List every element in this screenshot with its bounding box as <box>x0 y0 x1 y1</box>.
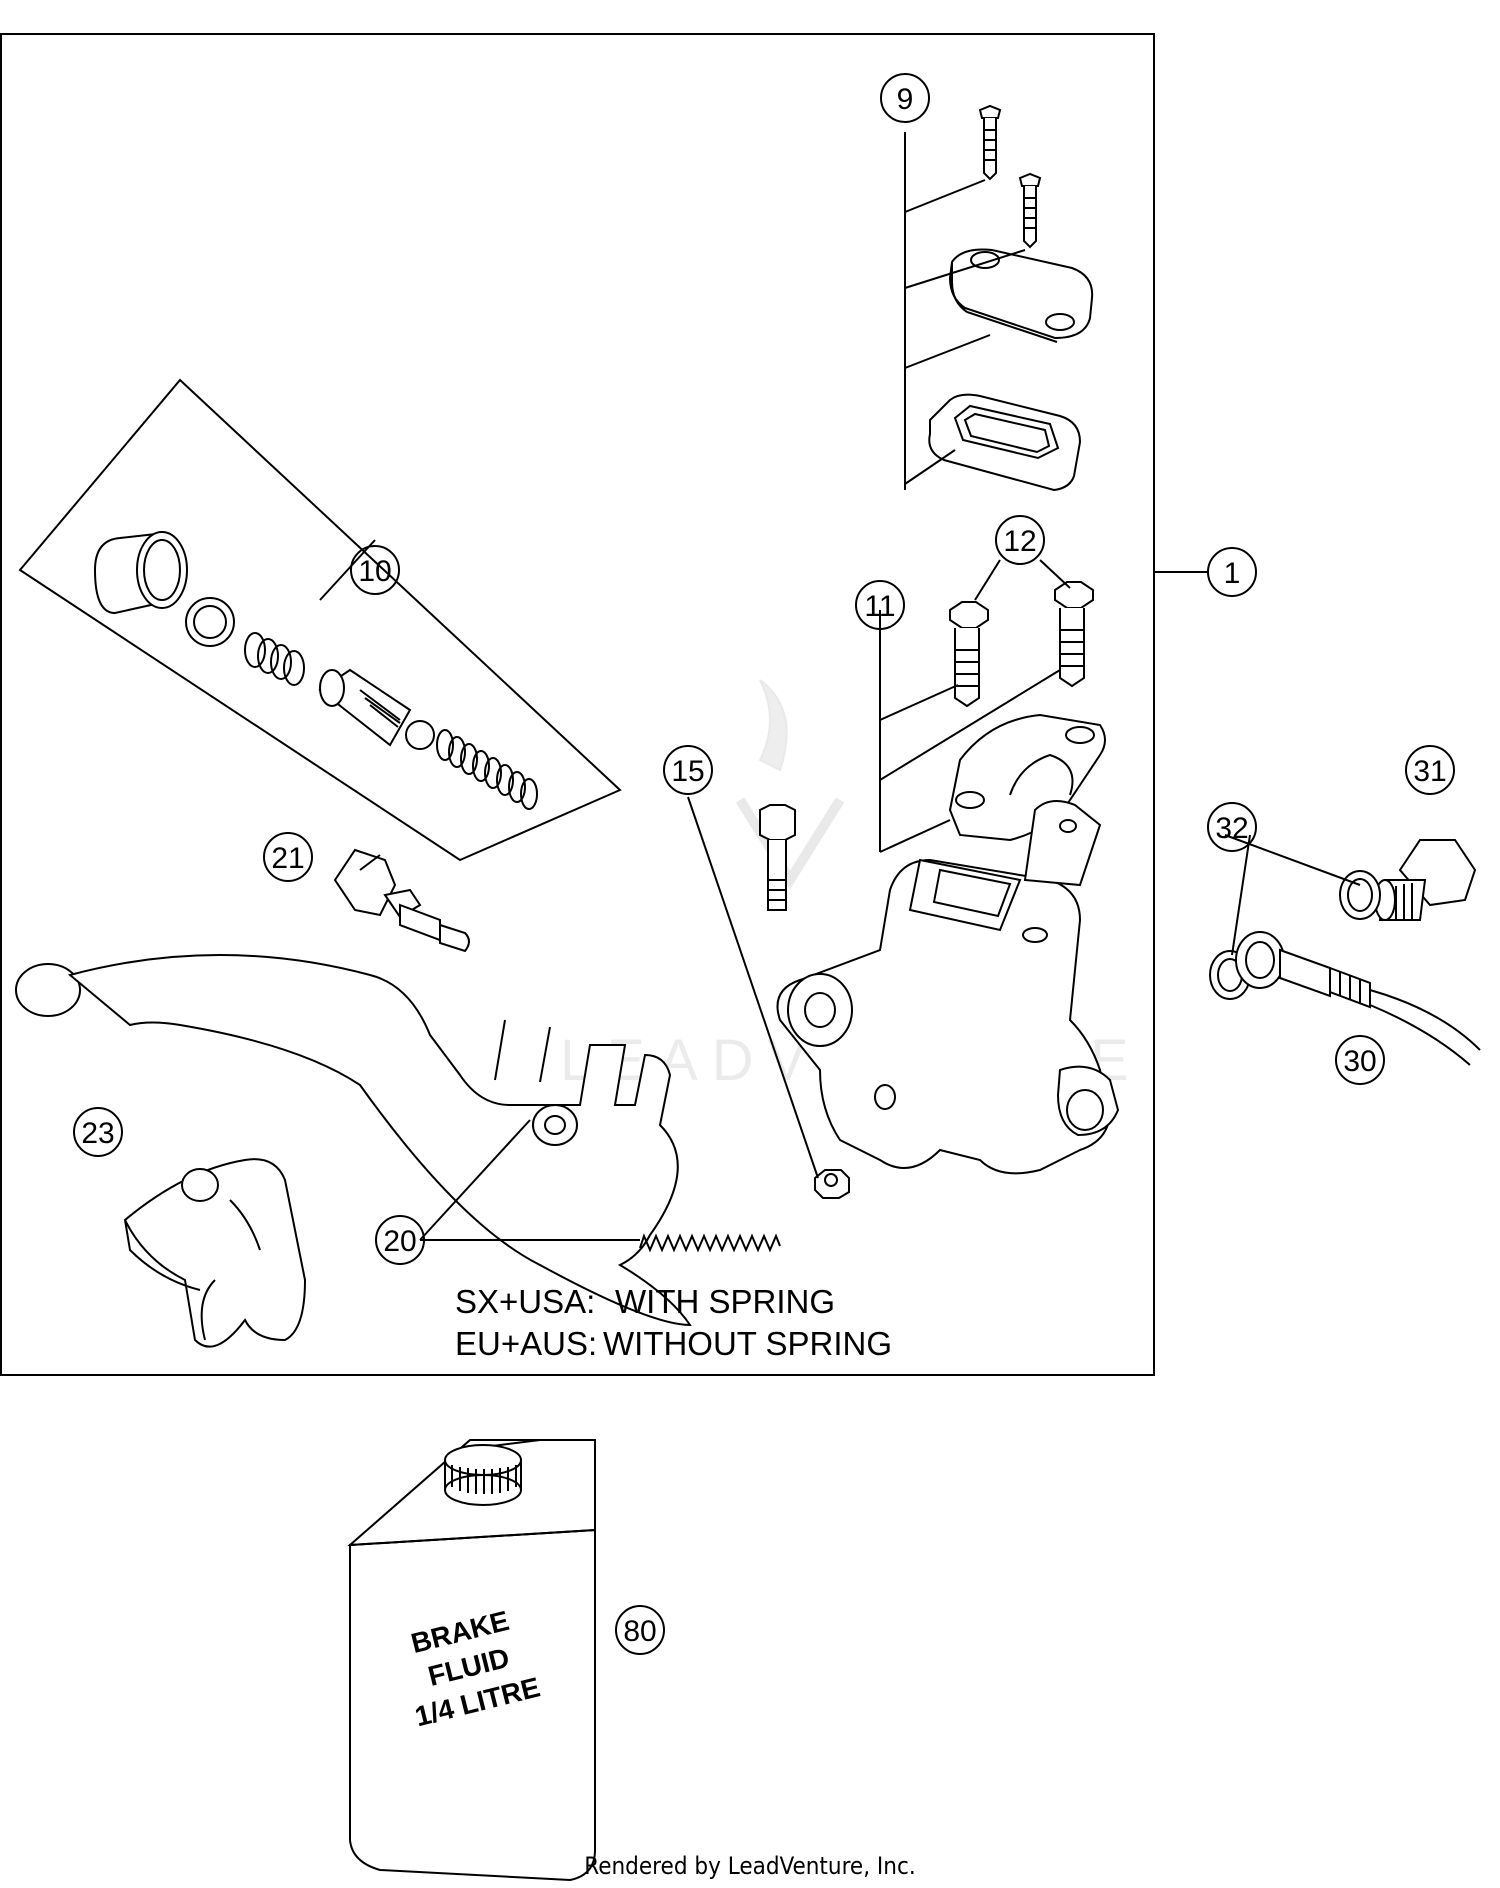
callout-80-label: 80 <box>623 1615 656 1648</box>
brake-hose-assembly <box>1209 834 1481 1066</box>
handlebar-clamp-assembly <box>879 559 1106 853</box>
callout-15-label: 15 <box>671 755 704 788</box>
callout-80-circle <box>615 1605 665 1655</box>
callout-21-circle <box>263 832 313 882</box>
callout-10-circle <box>350 545 400 595</box>
watermark-logo <box>735 679 845 890</box>
callout-1-label: 1 <box>1224 557 1241 590</box>
note-eu-aus-label: EU+AUS: <box>455 1325 597 1362</box>
piston-kit <box>18 378 622 862</box>
callout-1-circle <box>1207 547 1257 597</box>
note-sx-usa-value: WITH SPRING <box>615 1283 835 1320</box>
reservoir-cover-assembly <box>904 104 1094 492</box>
pivot-bolt <box>687 796 850 1199</box>
adjuster-screw <box>333 848 470 953</box>
footer-credit: Rendered by LeadVenture, Inc. <box>584 1852 916 1880</box>
lever-spring <box>420 1233 781 1253</box>
note-sx-usa-label: SX+USA: <box>455 1283 595 1320</box>
callout-20-circle <box>375 1215 425 1265</box>
callout-21-label: 21 <box>271 842 304 875</box>
callout-30-label: 30 <box>1343 1045 1376 1078</box>
brake-fluid-bottle <box>347 1439 596 1882</box>
callout-12-circle <box>995 515 1045 565</box>
callout-30-circle <box>1335 1035 1385 1085</box>
callout-31-label: 31 <box>1413 755 1446 788</box>
callout-15-circle <box>663 745 713 795</box>
callout-9-label: 9 <box>897 83 914 116</box>
callout-11-label: 11 <box>864 590 895 623</box>
brake-lever <box>15 954 692 1327</box>
callout-32-label: 32 <box>1215 812 1248 845</box>
master-cylinder-body <box>776 800 1120 1175</box>
callout-9-circle <box>880 73 930 123</box>
callout-23-label: 23 <box>81 1117 114 1150</box>
note-eu-aus-value: WITHOUT SPRING <box>603 1325 892 1362</box>
callout-11-circle <box>855 580 905 630</box>
callout-32-circle <box>1207 802 1257 852</box>
callout-31-circle <box>1405 745 1455 795</box>
lever-guard <box>123 1158 307 1348</box>
diagram-frame <box>0 33 1155 1376</box>
callout-23-circle <box>73 1107 123 1157</box>
callout-10-label: 10 <box>358 555 391 588</box>
callout-12-label: 12 <box>1003 525 1036 558</box>
callout-20-label: 20 <box>383 1225 416 1258</box>
